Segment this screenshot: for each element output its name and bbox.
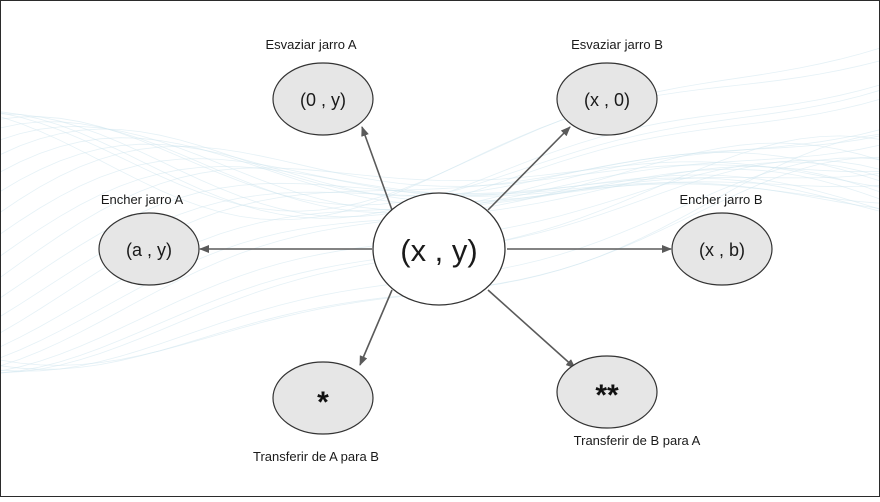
center-node-label: (x , y) [400,233,478,268]
state-nodes: (x , y) (0 , y) Esvaziar jarro A (x , 0)… [98,37,773,464]
wave-line [0,145,880,213]
center-node [372,192,506,306]
node-transfer-ab-caption: Transferir de A para B [253,449,379,464]
transition-arrows [199,126,672,369]
node-fill-a-state: (a , y) [126,240,172,260]
node-fill-b-caption: Encher jarro B [679,192,762,207]
node-transfer-ab [272,361,374,435]
node-transfer-ba-state: ** [595,379,619,412]
arrow-to-transfer-ab [359,289,393,366]
node-empty-b-caption: Esvaziar jarro B [571,37,663,52]
wave-line [0,60,880,221]
node-fill-b [671,212,773,286]
node-fill-a-caption: Encher jarro A [101,192,184,207]
node-empty-b [556,62,658,136]
node-transfer-ab-state: * [317,386,329,419]
arrow-to-empty-a [361,126,393,211]
node-fill-b-state: (x , b) [699,240,745,260]
node-transfer-ba [556,355,658,429]
node-transfer-ba-caption: Transferir de B para A [574,433,701,448]
node-empty-a-caption: Esvaziar jarro A [265,37,356,52]
arrow-to-empty-b [487,126,571,211]
node-empty-b-state: (x , 0) [584,90,630,110]
wave-line [0,161,880,278]
node-fill-a [98,212,200,286]
node-empty-a-state: (0 , y) [300,90,346,110]
node-empty-a [272,62,374,136]
arrow-to-transfer-ba [487,289,576,369]
